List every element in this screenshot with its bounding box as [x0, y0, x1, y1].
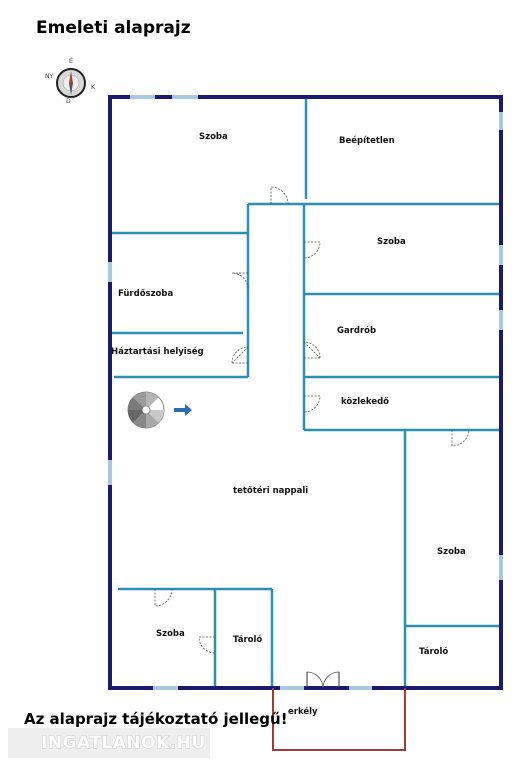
brand-text: INGATLANOK.HU	[41, 733, 206, 754]
room-label-szoba-top: Szoba	[199, 132, 228, 142]
room-label-kozlekedo: közlekedő	[341, 397, 390, 407]
disclaimer-text: Az alaprajz tájékoztató jellegű!	[24, 710, 288, 728]
page-title: Emeleti alaprajz	[36, 18, 191, 38]
room-label-furdoszoba: Fürdőszoba	[118, 289, 174, 299]
room-label-beepitetlen: Beépítetlen	[339, 136, 395, 146]
room-label-tarolo-right: Tároló	[419, 647, 449, 657]
direction-arrow-icon	[174, 404, 192, 416]
room-label-szoba-right-low: Szoba	[437, 547, 466, 557]
outer-wall	[108, 95, 503, 690]
compass-icon	[56, 68, 86, 98]
spiral-staircase	[127, 391, 165, 429]
interior-walls	[112, 99, 499, 686]
room-label-gardrob: Gardrób	[337, 326, 377, 336]
compass-east-label: K	[91, 84, 95, 91]
brand-watermark: INGATLANOK.HU	[8, 728, 210, 758]
room-label-szoba-bottom: Szoba	[156, 629, 185, 639]
room-label-erkely: erkély	[288, 707, 318, 717]
room-label-tarolo-mid: Tároló	[233, 635, 263, 645]
windows	[108, 95, 503, 690]
room-label-szoba-right: Szoba	[377, 237, 406, 247]
balcony-outline	[272, 688, 406, 751]
room-label-haztartasi: Háztartási helyiség	[111, 347, 204, 357]
room-label-nappali: tetőtéri nappali	[233, 486, 309, 496]
door-swings	[154, 186, 470, 689]
compass-north-label: É	[69, 58, 73, 65]
compass-west-label: NY	[45, 73, 54, 80]
compass-south-label: D	[66, 98, 71, 105]
